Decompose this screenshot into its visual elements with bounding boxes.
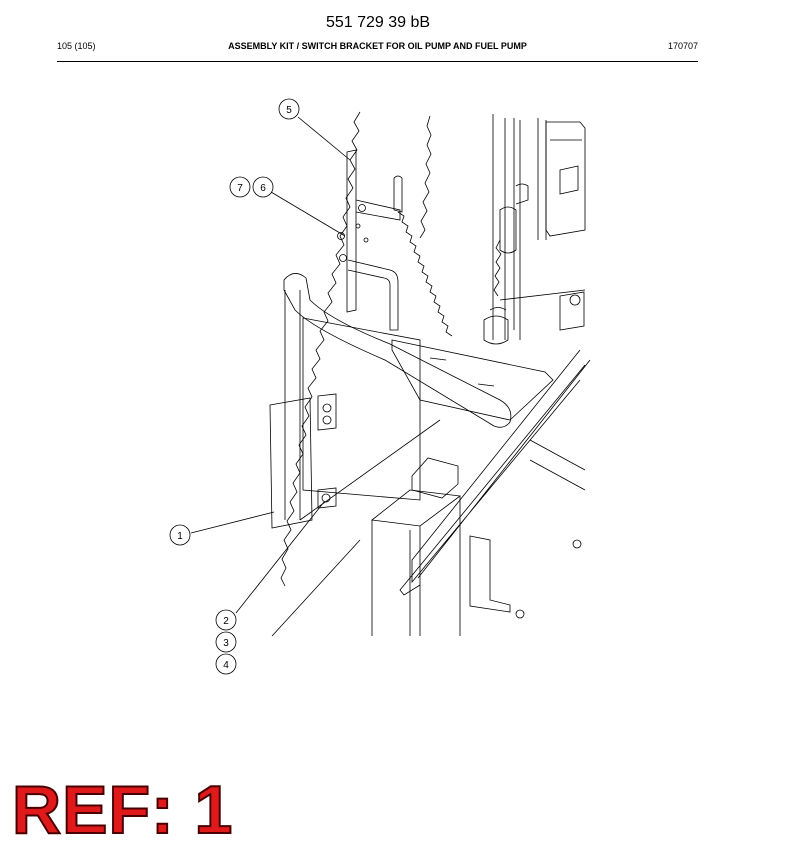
page-reference: 105 (105)	[57, 41, 96, 51]
document-number: 551 729 39 bB	[325, 14, 431, 31]
callout-4: 4	[215, 653, 237, 675]
main-plate	[302, 317, 421, 501]
callout-1-label: 1	[177, 531, 183, 542]
callout-7-label: 7	[237, 183, 243, 194]
callout-2: 2	[215, 609, 237, 631]
pipe	[283, 273, 512, 428]
callout-3-label: 3	[223, 638, 229, 649]
bolt-boss	[483, 307, 509, 345]
hinge-block	[545, 121, 586, 237]
date-code: 170707	[667, 41, 698, 51]
right-cut-line	[493, 239, 502, 297]
panel-cut-line	[419, 115, 432, 239]
wall-cut-line	[280, 111, 361, 587]
callout-5-label: 5	[286, 105, 292, 116]
upper-bracket	[346, 149, 357, 313]
callout-6-label: 6	[260, 183, 266, 194]
header-divider	[57, 61, 698, 62]
hinge-pin	[499, 183, 529, 254]
ref-label: REF: 1	[11, 771, 234, 848]
leader-line-2-3-4	[235, 501, 325, 614]
diagonal-support	[391, 339, 554, 421]
vertical-post	[492, 114, 547, 340]
serrated-edge	[397, 211, 453, 337]
page-header: 105 (105) ASSEMBLY KIT / SWITCH BRACKET …	[57, 41, 698, 55]
leader-line-5	[297, 116, 351, 161]
callout-3: 3	[215, 631, 237, 653]
leader-line-6-7	[270, 191, 346, 237]
callout-1: 1	[169, 524, 191, 546]
callout-6: 6	[252, 176, 274, 198]
leader-line-1	[190, 511, 275, 534]
box-section	[371, 489, 462, 636]
callout-5: 5	[278, 98, 300, 120]
frame-beam	[399, 349, 591, 596]
pad	[411, 457, 459, 499]
callout-2-label: 2	[223, 616, 229, 627]
page-title: ASSEMBLY KIT / SWITCH BRACKET FOR OIL PU…	[228, 41, 527, 51]
callout-7: 7	[229, 176, 251, 198]
callout-4-label: 4	[223, 660, 229, 671]
lower-right-bracket	[469, 535, 511, 613]
